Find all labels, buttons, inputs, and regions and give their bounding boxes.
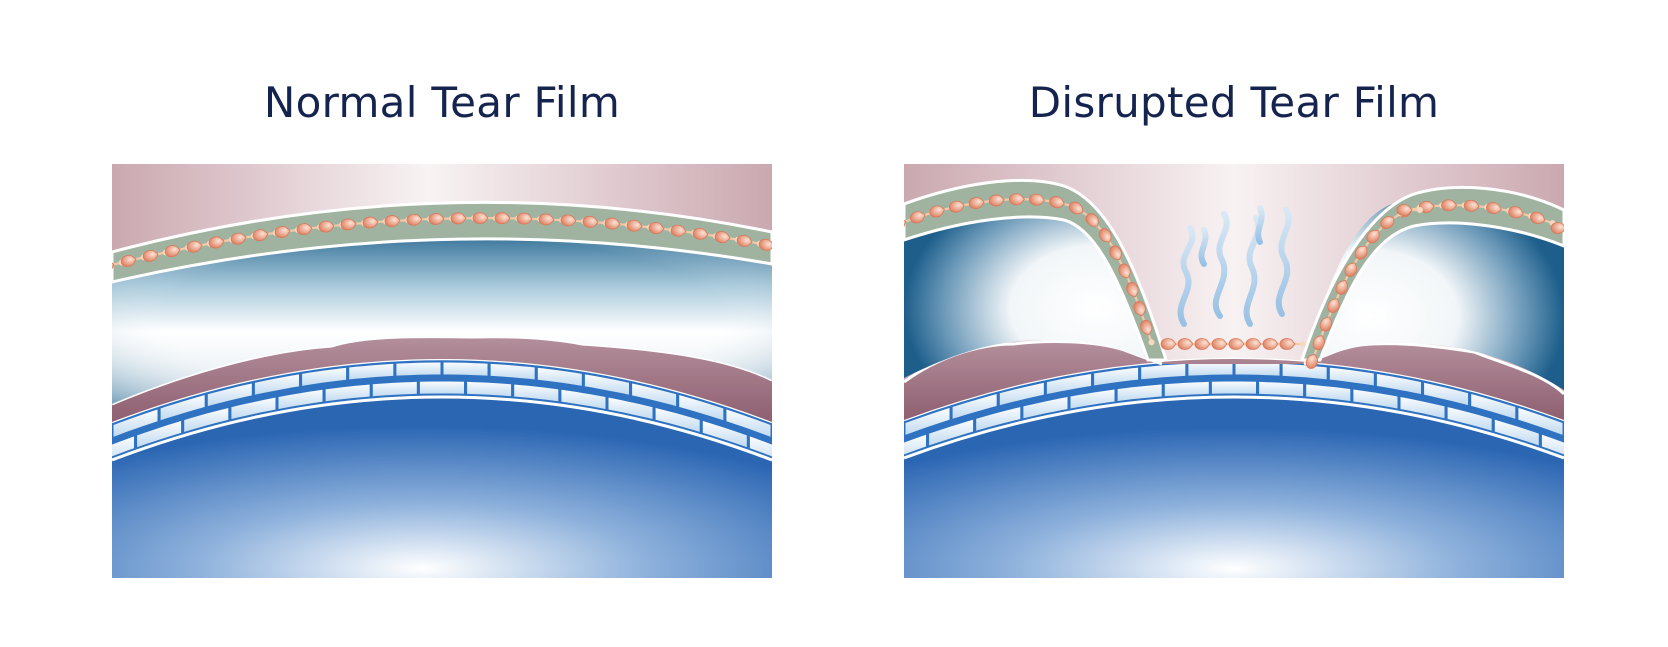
lipid-molecule-icon <box>1396 204 1423 216</box>
lipid-molecule-icon <box>1279 338 1306 350</box>
epithelium-cell <box>369 378 420 400</box>
lipid-molecule-icon <box>1049 196 1076 209</box>
mucin-layer <box>112 336 772 422</box>
epithelium-cell <box>1208 378 1260 397</box>
cornea <box>112 388 772 578</box>
panel-normal-tear-film: Normal Tear Film <box>112 0 772 647</box>
epithelium-cell <box>1138 360 1189 383</box>
diagram-disrupted-tear-film <box>904 164 1564 578</box>
epithelium-cell <box>464 378 515 400</box>
lipid-molecule-icon <box>472 212 499 224</box>
mucin-layer <box>904 341 1564 420</box>
lipid-molecule-icon <box>428 213 455 225</box>
lipid-molecule-icon <box>120 254 147 268</box>
cornea <box>904 390 1564 578</box>
epithelium-cell <box>746 432 772 460</box>
panel-disrupted-tear-film: Disrupted Tear Film <box>904 0 1564 647</box>
epithelium-cell <box>723 405 772 442</box>
lipid-molecule-icon <box>582 215 609 228</box>
lipid-molecule-icon <box>626 219 653 232</box>
lipid-molecule-icon <box>1530 211 1556 227</box>
epithelium-cell <box>440 359 491 379</box>
epithelium-cells <box>904 359 1564 458</box>
epithelium-cells <box>112 359 772 460</box>
panel-title-disrupted: Disrupted Tear Film <box>1028 78 1440 127</box>
lipid-layer-left <box>904 178 1169 362</box>
lipid-molecule-icon <box>1418 201 1446 213</box>
lipid-molecule-icon <box>758 238 772 251</box>
lipid-molecule-icon <box>1550 222 1564 234</box>
lipid-molecule-icon <box>516 212 543 225</box>
panel-title-normal: Normal Tear Film <box>263 78 621 127</box>
lipid-molecule-icon <box>1245 338 1272 350</box>
epithelium-cell <box>346 360 397 383</box>
lipid-molecules <box>904 193 1564 369</box>
epithelium-cell <box>393 359 444 379</box>
epithelium-cell <box>1161 378 1212 400</box>
evaporation-steam-icon <box>1177 205 1292 327</box>
epithelium-cell <box>416 378 468 397</box>
diagram-normal-tear-film <box>112 164 772 578</box>
lipid-molecule-icon <box>1140 319 1155 346</box>
lipid-molecules <box>112 212 772 273</box>
epithelium-cell <box>487 360 538 383</box>
epithelium-cell <box>1256 378 1307 400</box>
epithelium-cell <box>1515 403 1564 440</box>
epithelium-cell <box>1538 430 1564 458</box>
